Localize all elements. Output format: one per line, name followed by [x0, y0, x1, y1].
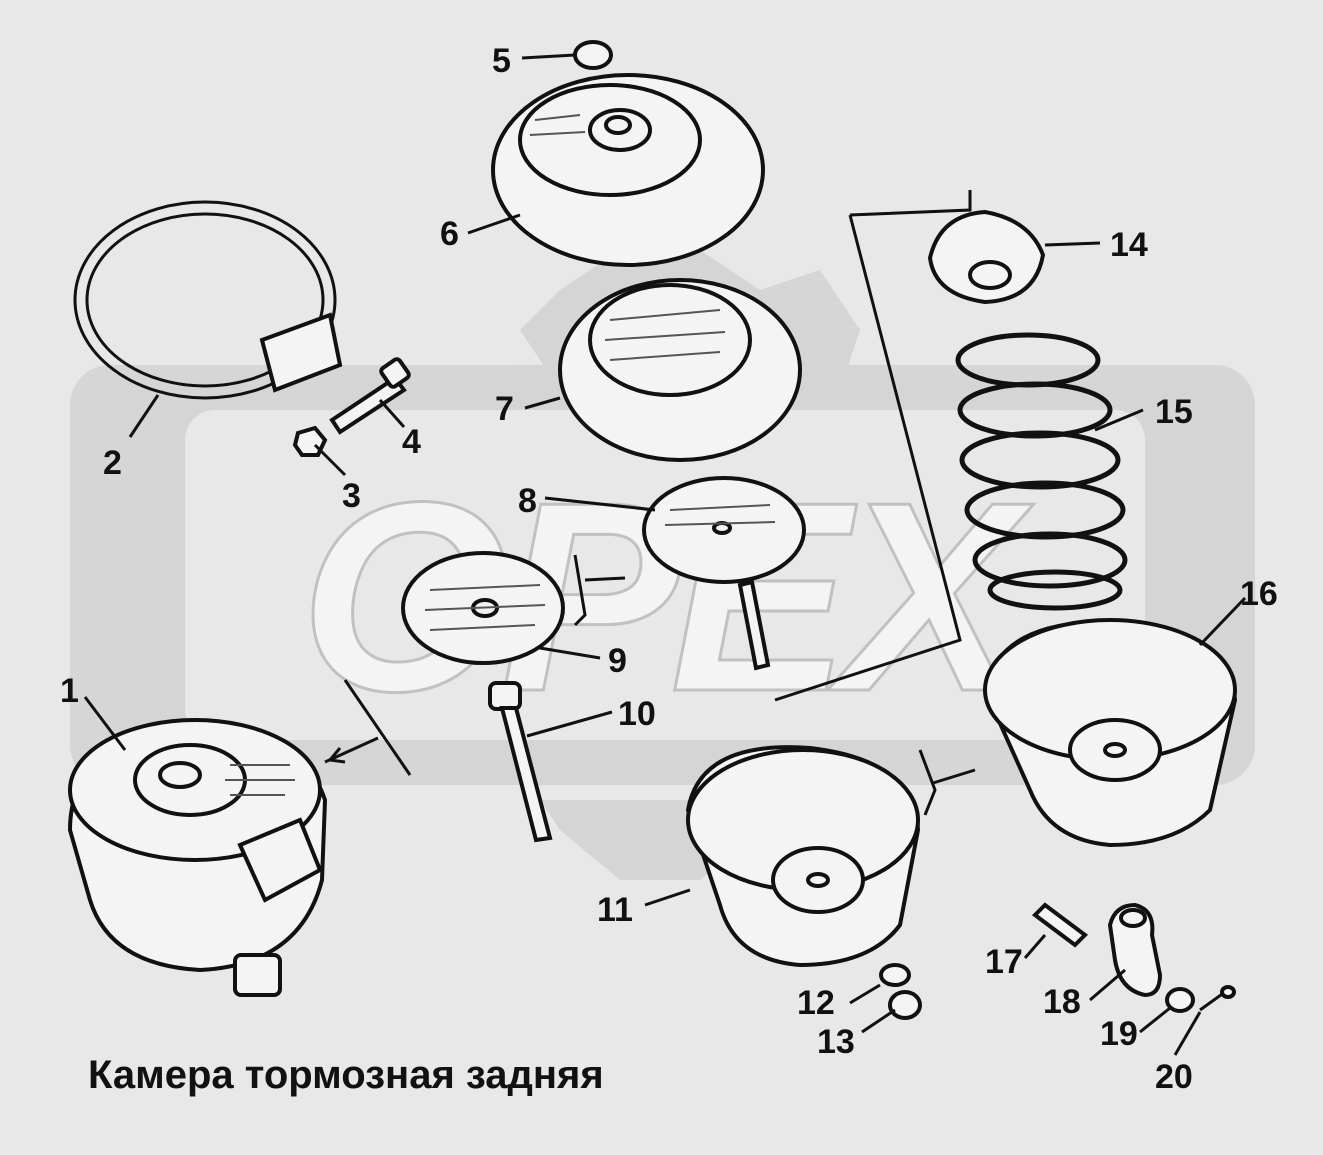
leader-lines [83, 53, 1247, 1056]
part-18-union-fitting [1107, 902, 1163, 998]
part-16-spring-housing [982, 618, 1238, 848]
callout-10: 10 [618, 695, 656, 733]
part-4-bolt [329, 357, 411, 435]
callout-9: 9 [608, 642, 627, 680]
callout-15: 15 [1155, 393, 1193, 431]
callout-18: 18 [1043, 983, 1081, 1021]
part-14-spring-seat [927, 209, 1046, 305]
part-1-assembled-chamber [67, 718, 328, 997]
callout-19: 19 [1100, 1015, 1138, 1053]
callout-8: 8 [518, 482, 537, 520]
callout-6: 6 [440, 215, 459, 253]
part-7-diaphragm [558, 278, 802, 462]
diagram-title: Камера тормозная задняя [88, 1053, 604, 1097]
callout-14: 14 [1110, 226, 1148, 264]
part-13-plug [888, 990, 922, 1020]
callout-13: 13 [817, 1023, 855, 1061]
callout-16: 16 [1240, 575, 1278, 613]
callout-12: 12 [797, 984, 835, 1022]
part-15-spring [955, 332, 1128, 611]
part-9-disc [401, 551, 565, 665]
part-20-cotter [1199, 985, 1236, 1012]
callout-20: 20 [1155, 1058, 1193, 1096]
part-11-lower-housing [685, 745, 921, 968]
callout-7: 7 [495, 390, 514, 428]
callout-3: 3 [342, 477, 361, 515]
part-19-washer [1165, 987, 1195, 1013]
callout-17: 17 [985, 943, 1023, 981]
callout-1: 1 [60, 672, 79, 710]
part-8-pushrod-plate [642, 476, 806, 671]
callout-4: 4 [402, 423, 421, 461]
assembly-brackets [324, 190, 976, 816]
part-10-long-bolt [488, 681, 553, 843]
part-6-cover [491, 73, 765, 267]
callout-2: 2 [103, 444, 122, 482]
part-5-cap [573, 40, 613, 70]
callout-11: 11 [597, 891, 633, 929]
callout-5: 5 [492, 42, 511, 80]
part-17-pin [1031, 902, 1089, 948]
part-2-clamp-ring [73, 200, 343, 400]
part-12-washer [879, 963, 911, 987]
